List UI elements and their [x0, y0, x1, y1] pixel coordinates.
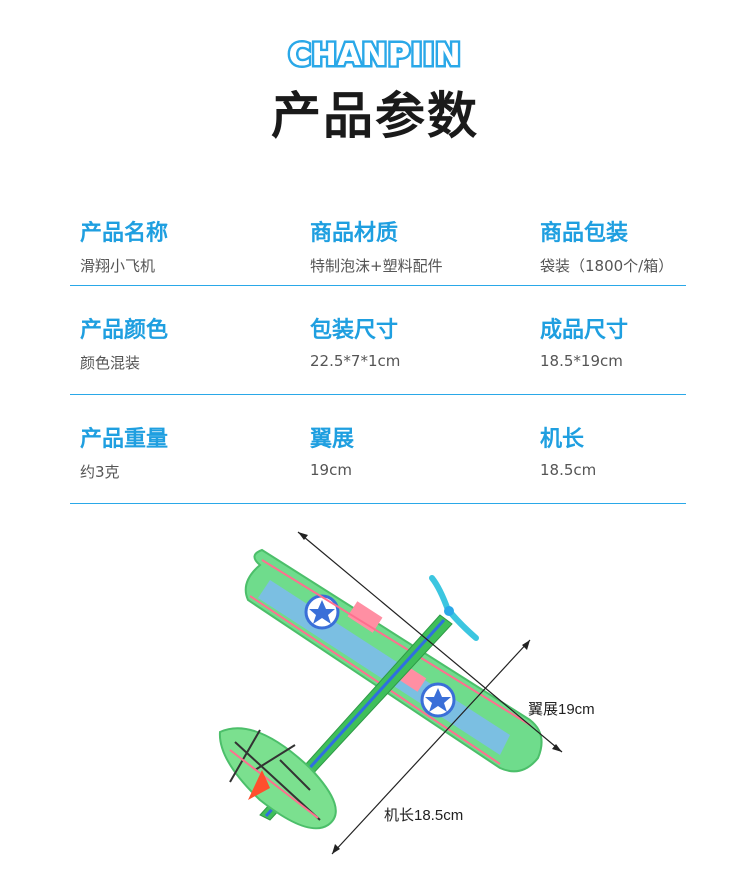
params-table: 产品名称 滑翔小飞机 商品材质 特制泡沫+塑料配件 商品包装 袋装（1800个/…: [70, 205, 686, 504]
airplane-illustration: [218, 531, 563, 855]
param-product-name: 产品名称 滑翔小飞机: [80, 215, 168, 276]
param-color: 产品颜色 颜色混装: [80, 312, 168, 373]
airplane-diagram: 翼展19cm 机长18.5cm: [200, 520, 620, 865]
param-value: 22.5*7*1cm: [310, 352, 401, 370]
param-label: 产品重量: [80, 427, 169, 452]
param-value: 18.5cm: [540, 461, 597, 479]
param-label: 商品材质: [310, 221, 399, 246]
param-value: 19cm: [310, 461, 352, 479]
param-label: 成品尺寸: [540, 318, 629, 343]
param-value: 袋装（1800个/箱）: [540, 257, 674, 275]
param-value: 滑翔小飞机: [80, 257, 156, 275]
params-row: 产品颜色 颜色混装 包装尺寸 22.5*7*1cm 成品尺寸 18.5*19cm: [70, 286, 686, 395]
param-value: 颜色混装: [80, 354, 141, 372]
param-length: 机长 18.5cm: [540, 421, 596, 479]
param-value: 18.5*19cm: [540, 352, 623, 370]
brand-logo-text: CHANPIIN: [286, 36, 463, 76]
param-wingspan: 翼展 19cm: [310, 421, 354, 479]
param-weight: 产品重量 约3克: [80, 421, 168, 482]
main-wing: [244, 548, 543, 773]
param-label: 商品包装: [540, 221, 629, 246]
param-packaging: 商品包装 袋装（1800个/箱）: [540, 215, 673, 276]
length-dimension-line: [331, 639, 531, 855]
wingspan-dimension-line: [297, 531, 563, 753]
param-label: 产品颜色: [80, 318, 169, 343]
param-product-size: 成品尺寸 18.5*19cm: [540, 312, 628, 370]
wingspan-dimension-label: 翼展19cm: [528, 701, 595, 718]
brand-logo: CHANPIIN: [0, 32, 750, 84]
param-label: 包装尺寸: [310, 318, 399, 343]
param-label: 产品名称: [80, 221, 169, 246]
param-package-size: 包装尺寸 22.5*7*1cm: [310, 312, 400, 370]
param-value: 约3克: [80, 463, 120, 481]
param-label: 机长: [540, 427, 585, 452]
param-material: 商品材质 特制泡沫+塑料配件: [310, 215, 443, 276]
param-label: 翼展: [310, 427, 355, 452]
length-dimension-label: 机长18.5cm: [384, 807, 464, 824]
page-title: 产品参数: [271, 87, 479, 145]
svg-text:CHANPIIN: CHANPIIN: [289, 38, 462, 73]
params-row: 产品重量 约3克 翼展 19cm 机长 18.5cm: [70, 395, 686, 504]
params-row: 产品名称 滑翔小飞机 商品材质 特制泡沫+塑料配件 商品包装 袋装（1800个/…: [70, 205, 686, 286]
propeller: [429, 575, 479, 641]
tail-wing: [218, 727, 337, 830]
param-value: 特制泡沫+塑料配件: [310, 257, 443, 275]
